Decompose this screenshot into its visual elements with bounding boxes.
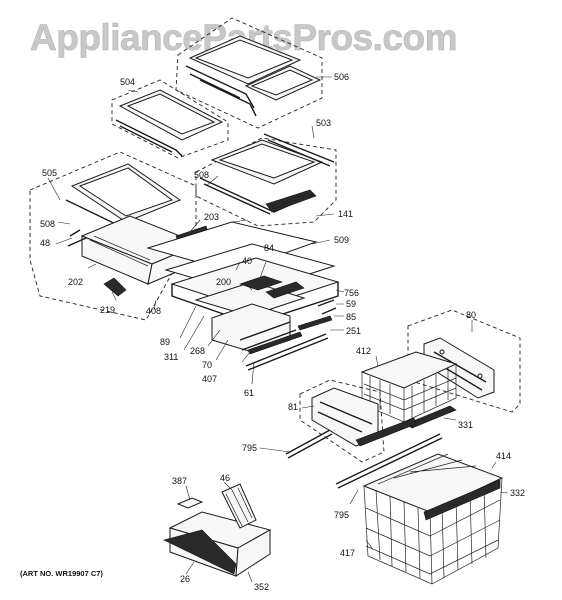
label-506: 506	[334, 72, 349, 82]
rail-795-upper	[285, 429, 333, 459]
label-202: 202	[68, 277, 83, 287]
label-795-lower: 795	[334, 510, 349, 520]
shelf-assembly-506	[175, 17, 323, 129]
label-417: 417	[340, 548, 355, 558]
label-251: 251	[346, 326, 361, 336]
label-200: 200	[216, 277, 231, 287]
label-332: 332	[510, 488, 525, 498]
label-81: 81	[288, 402, 298, 412]
label-40: 40	[242, 256, 252, 266]
label-412: 412	[356, 346, 371, 356]
rail-141	[265, 189, 317, 213]
label-795-upper: 795	[242, 443, 257, 453]
label-407: 407	[202, 374, 217, 384]
leader-lines	[47, 76, 509, 583]
label-408: 408	[146, 306, 161, 316]
label-61: 61	[244, 388, 254, 398]
lower-basket-assembly-414	[362, 453, 504, 585]
label-268: 268	[190, 346, 205, 356]
label-756: 756	[344, 288, 359, 298]
label-352: 352	[254, 582, 269, 592]
label-203: 203	[204, 212, 219, 222]
label-508-upper: 508	[194, 170, 209, 180]
shelf-assembly-503	[195, 133, 337, 227]
label-503: 503	[316, 118, 331, 128]
label-85: 85	[346, 312, 356, 322]
label-84: 84	[264, 243, 274, 253]
label-504: 504	[120, 77, 135, 87]
label-70: 70	[202, 360, 212, 370]
label-414: 414	[496, 451, 511, 461]
glass-shelf-504	[111, 79, 229, 159]
label-219: 219	[100, 305, 115, 315]
cover-assembly-40	[146, 221, 340, 371]
label-46: 46	[220, 473, 230, 483]
label-387: 387	[172, 476, 187, 486]
label-311: 311	[164, 352, 178, 362]
art-number: (ART NO. WR19907 C7)	[20, 569, 103, 578]
label-141: 141	[338, 209, 353, 219]
rail-795-lower	[335, 433, 443, 489]
rail-assembly-81	[299, 379, 417, 463]
small-drawer-assembly-46	[163, 483, 272, 577]
label-26: 26	[180, 574, 190, 584]
part-labels: 504 506 503 505 508 141 508 203 509 48 8…	[40, 72, 525, 592]
label-509: 509	[334, 235, 349, 245]
label-505: 505	[42, 168, 57, 178]
label-59: 59	[346, 299, 356, 309]
label-331: 331	[458, 420, 473, 430]
label-89: 89	[160, 337, 170, 347]
label-508-lower: 508	[40, 219, 55, 229]
label-48: 48	[40, 238, 50, 248]
label-80: 80	[466, 310, 476, 320]
